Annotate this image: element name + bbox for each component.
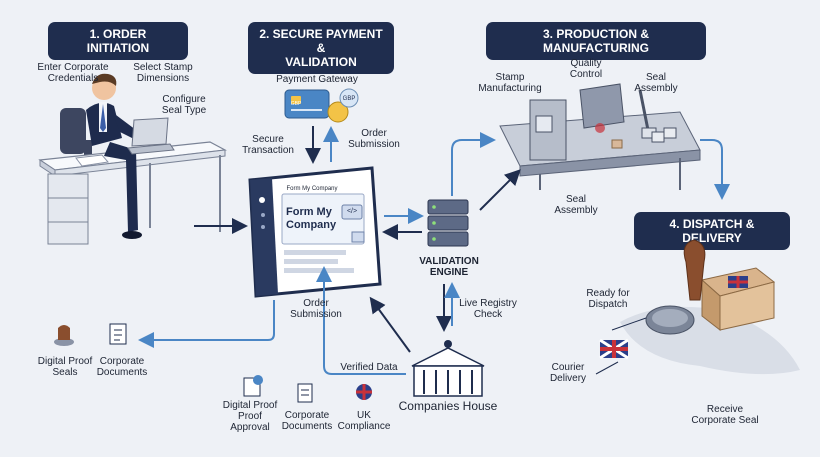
label-digital-proof-approval: Digital Proof Proof Approval (222, 400, 278, 433)
label-corporate-documents-approval: Corporate Documents (281, 410, 333, 432)
form-small-title: Form My Company (286, 186, 338, 192)
arrow-server-to-line (479, 169, 521, 211)
payment-card-illustration (284, 88, 359, 123)
step-2-label-line1: 2. SECURE PAYMENT & (259, 27, 383, 55)
label-seal-assembly-lower: Seal Assembly (554, 194, 598, 216)
arrow-house-to-form (369, 296, 411, 353)
arrow-verified-data (316, 266, 406, 375)
label-order-submission-top: Order Submission (348, 128, 400, 150)
label-order-submission-lower: Order Submission (290, 298, 342, 320)
businessman-at-desk-illustration (38, 73, 227, 245)
label-ready-for-dispatch: Ready for Dispatch (586, 288, 630, 310)
label-verified-data: Verified Data (340, 362, 398, 373)
corporate-documents-icon (109, 323, 127, 345)
step-2-label-line2: VALIDATION (285, 55, 357, 69)
card-chip-label: GBP (290, 101, 302, 107)
step-4-pill: 4. DISPATCH & DELIVERY (634, 212, 790, 250)
step-3-label: 3. PRODUCTION & MANUFACTURING (542, 27, 649, 55)
digital-proof-approval-icon (243, 375, 263, 397)
web-form-window (248, 166, 382, 298)
label-secure-transaction: Secure Transaction (242, 134, 294, 156)
label-companies-house: Companies House (398, 399, 498, 413)
label-validation-engine: VALIDATION ENGINE (419, 256, 479, 278)
label-stamp-manufacturing: Stamp Manufacturing (478, 72, 542, 94)
uk-flag-icon (356, 384, 372, 400)
label-corporate-documents: Corporate Documents (96, 356, 148, 378)
label-live-registry: Live Registry Check (459, 298, 517, 320)
form-heading: Form My Company (286, 206, 337, 231)
coin-label: GBP (342, 96, 356, 102)
label-quality-control: Quality Control (569, 58, 603, 80)
companies-house-building (411, 340, 485, 397)
label-select-dimensions: Select Stamp Dimensions (133, 62, 193, 84)
step-1-pill: 1. ORDER INITIATION (48, 22, 188, 60)
step-2-pill: 2. SECURE PAYMENT & VALIDATION (248, 22, 394, 74)
corporate-documents-small-icon (297, 383, 313, 403)
label-configure-seal: Configure Seal Type (161, 94, 207, 116)
label-seal-assembly-top: Seal Assembly (634, 72, 678, 94)
arrow-server-to-production (451, 132, 496, 196)
label-courier-delivery: Courier Delivery (549, 362, 587, 384)
label-receive-corporate-seal: Receive Corporate Seal (691, 404, 759, 426)
label-digital-proof-seals: Digital Proof Seals (37, 356, 93, 378)
arrow-production-to-dispatch (700, 139, 730, 200)
label-payment-gateway: Payment Gateway (276, 74, 358, 85)
label-enter-credentials: Enter Corporate Credentials (37, 62, 109, 84)
leader-ready-dispatch (611, 317, 647, 331)
step-3-pill: 3. PRODUCTION & MANUFACTURING (486, 22, 706, 60)
leader-courier (595, 361, 619, 375)
label-uk-compliance: UK Compliance (337, 410, 391, 432)
dispatch-illustration (599, 239, 800, 375)
code-icon: </> (346, 208, 358, 215)
digital-proof-seal-icon (54, 325, 74, 346)
step-1-label: 1. ORDER INITIATION (86, 27, 150, 55)
arrow-to-documents (138, 300, 275, 348)
production-line-illustration (499, 83, 701, 190)
validation-server-stack (427, 199, 469, 247)
